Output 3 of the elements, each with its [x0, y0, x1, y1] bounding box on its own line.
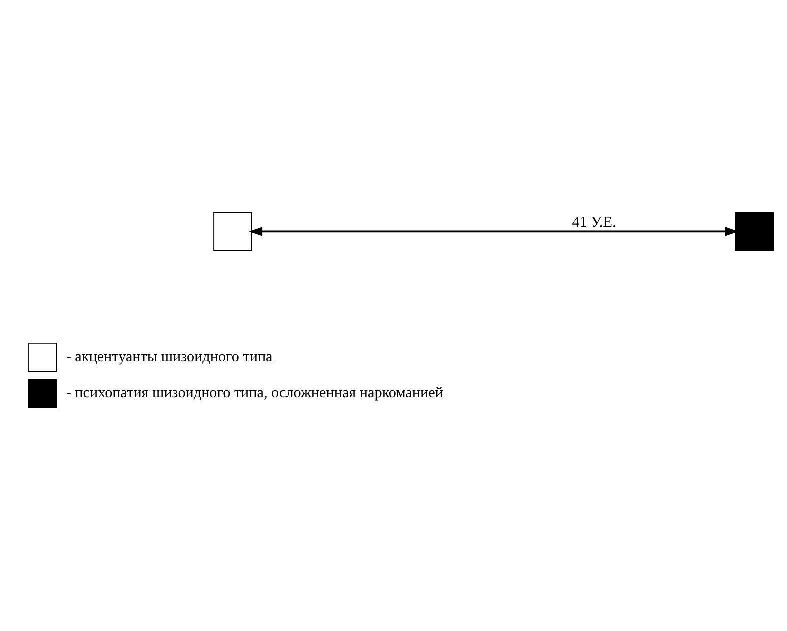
- legend-label: - психопатия шизоидного типа, осложненная наркоманией: [66, 384, 444, 401]
- legend-label: - акцентуанты шизоидного типа: [66, 348, 273, 365]
- edge-label: 41 У.Е.: [572, 213, 616, 230]
